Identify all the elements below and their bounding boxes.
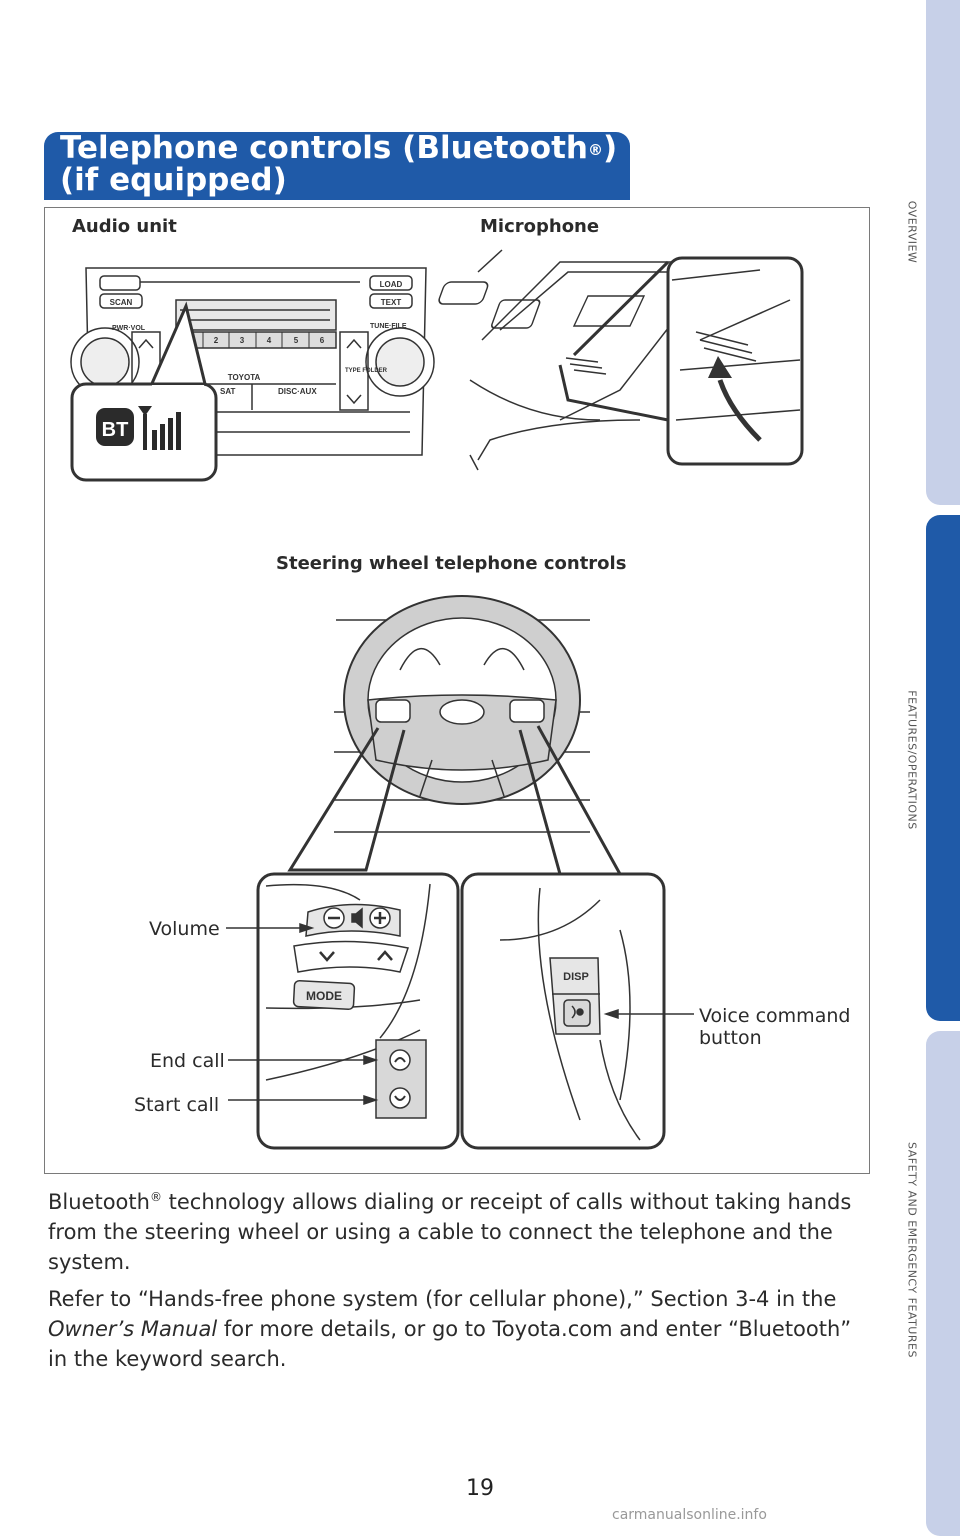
volume-callout: Volume xyxy=(149,918,220,940)
steering-controls-label: Steering wheel telephone controls xyxy=(276,553,627,574)
microphone-label: Microphone xyxy=(480,216,600,237)
start-call-callout: Start call xyxy=(134,1094,220,1116)
section-title: Telephone controls (Bluetooth®) (if equi… xyxy=(60,130,618,198)
svg-text:TEXT: TEXT xyxy=(381,298,402,307)
steering-wheel-drawing xyxy=(287,595,623,876)
audio-unit-drawing: SCAN LOAD TEXT 1 2 3 4 5 6 PWR·VOL TUNE·… xyxy=(70,267,435,482)
svg-text:SCAN: SCAN xyxy=(110,298,133,307)
side-tab-safety[interactable] xyxy=(926,1031,960,1536)
svg-text:TYPE FOLDER: TYPE FOLDER xyxy=(345,368,388,374)
svg-text:SAT: SAT xyxy=(220,387,236,396)
paragraph-bluetooth-intro: Bluetooth® technology allows dialing or … xyxy=(48,1190,852,1274)
voice-command-callout: Voice command button xyxy=(699,1005,851,1049)
svg-text:PWR·VOL: PWR·VOL xyxy=(112,325,146,332)
svg-text:TOYOTA: TOYOTA xyxy=(228,373,261,382)
watermark: carmanualsonline.info xyxy=(612,1507,767,1523)
side-tab-overview[interactable] xyxy=(926,0,960,505)
svg-text:DISP: DISP xyxy=(563,971,589,983)
svg-text:4: 4 xyxy=(267,336,272,345)
paragraph-reference: Refer to “Hands-free phone system (for c… xyxy=(48,1287,852,1371)
side-tab-features-operations[interactable] xyxy=(926,515,960,1021)
svg-text:6: 6 xyxy=(320,336,325,345)
audio-unit-label: Audio unit xyxy=(72,216,177,237)
svg-text:5: 5 xyxy=(294,336,299,345)
svg-text:LOAD: LOAD xyxy=(380,280,403,289)
bluetooth-status-icon: BT xyxy=(96,406,181,450)
illustration-frame xyxy=(44,207,870,1174)
right-switch-panel: DISP xyxy=(460,872,666,1150)
left-switch-panel: MODE xyxy=(256,872,460,1150)
section-header xyxy=(44,132,630,200)
svg-text:BT: BT xyxy=(102,419,129,441)
page-number: 19 xyxy=(466,1476,494,1501)
svg-text:2: 2 xyxy=(214,336,219,345)
svg-text:DISC·AUX: DISC·AUX xyxy=(278,387,317,396)
callout-arrows xyxy=(226,922,694,1106)
end-call-callout: End call xyxy=(150,1050,225,1072)
microphone-drawing xyxy=(438,249,804,471)
svg-text:3: 3 xyxy=(240,336,245,345)
svg-text:TUNE·FILE: TUNE·FILE xyxy=(370,323,407,330)
svg-text:MODE: MODE xyxy=(306,989,342,1003)
